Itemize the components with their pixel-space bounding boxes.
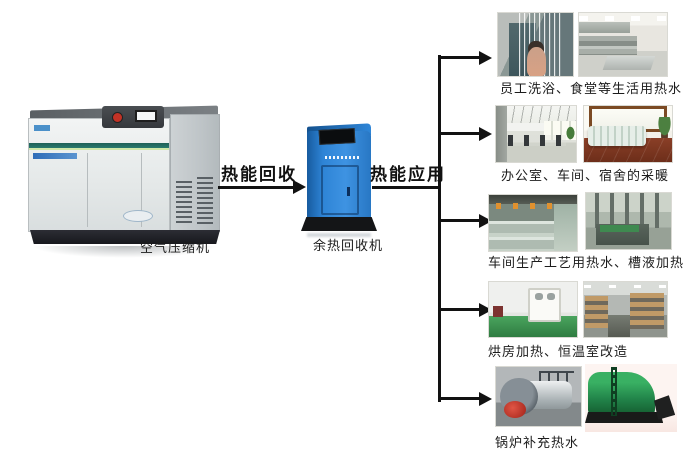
- boiler-base: [585, 411, 664, 424]
- kitchen-counter-row: [579, 35, 638, 55]
- boiler-chute: [654, 395, 676, 420]
- ceiling-lights: [584, 284, 667, 288]
- photo-process-tanks: [585, 192, 672, 250]
- workshop-ceiling: [489, 195, 577, 204]
- office-wall: [496, 106, 508, 162]
- heat-recovery-unit-label: 余热回收机: [312, 238, 383, 253]
- application-label-4: 烘房加热、恒温室改造: [488, 344, 629, 359]
- unit-base: [301, 217, 377, 231]
- recovery-arrow-line: [218, 186, 294, 189]
- equipment: [492, 306, 504, 318]
- boiler-body: [587, 372, 655, 415]
- office-ceiling: [496, 106, 576, 123]
- boiler-ladder: [610, 366, 618, 416]
- compressor-door-seam: [87, 153, 88, 227]
- vent-grille: [176, 181, 192, 225]
- unit-cabinet: [307, 131, 371, 219]
- air-compressor-image: [28, 105, 222, 262]
- compressor-front-panel: [28, 118, 170, 232]
- photo-drying-room: [488, 281, 578, 338]
- compressor-badge-logo: [123, 210, 153, 222]
- door-window: [534, 293, 543, 300]
- process-tank-row: [489, 220, 555, 251]
- application-label-5: 锅炉补充热水: [495, 435, 580, 450]
- compressor-control-panel: [102, 106, 164, 128]
- branch-line-3: [438, 219, 482, 222]
- radiator-body: [587, 126, 646, 147]
- ceiling-lights: [579, 15, 667, 22]
- photo-plating-line: [488, 194, 578, 252]
- floor-reflection: [307, 233, 371, 237]
- boiler-burner: [503, 401, 526, 418]
- compressor-teal-stripe: [29, 143, 169, 150]
- branch-arrow-head-2: [479, 127, 492, 141]
- compressor-side-panel: [170, 114, 220, 232]
- floor-reflection: [32, 246, 218, 258]
- unit-brand-text: [325, 156, 361, 159]
- application-label-1: 员工洗浴、食堂等生活用热水: [500, 81, 683, 96]
- photo-canteen-kitchen: [578, 12, 668, 77]
- recovery-arrow-head: [293, 180, 306, 194]
- heat-recovery-unit-image: [299, 123, 379, 239]
- photo-green-boiler: [585, 364, 677, 432]
- office-plant: [566, 126, 576, 140]
- compressor-base: [30, 230, 220, 244]
- application-line: [372, 186, 440, 189]
- storage-rack: [584, 296, 609, 329]
- unit-door: [321, 165, 359, 215]
- unit-display-screen: [318, 128, 356, 145]
- unit-door-handle: [347, 187, 350, 196]
- application-label-2: 办公室、车间、宿舍的采暖: [501, 168, 670, 183]
- emergency-stop-button: [112, 112, 123, 123]
- photo-shower: [497, 12, 574, 77]
- person-silhouette: [526, 47, 546, 76]
- pipes: [594, 193, 663, 228]
- workshop-side: [554, 203, 577, 251]
- branch-line-5: [438, 397, 482, 400]
- plant: [657, 117, 672, 139]
- photo-steel-boiler: [495, 366, 582, 427]
- control-display: [135, 110, 157, 122]
- branch-arrow-head-5: [479, 392, 492, 406]
- branch-trunk-line: [438, 55, 441, 402]
- compressor-brand-logo: [34, 125, 50, 131]
- boiler-railing: [538, 370, 575, 384]
- door-window: [547, 293, 555, 300]
- branch-line-2: [438, 132, 482, 135]
- tank-liquid: [599, 225, 639, 233]
- crane-hangers: [496, 202, 563, 209]
- compressor-door-seam: [141, 153, 142, 227]
- storage-rack: [630, 293, 665, 330]
- heat-application-flow-label: 热能应用: [370, 165, 446, 184]
- application-label-3: 车间生产工艺用热水、槽液加热: [488, 255, 685, 270]
- air-compressor-label: 空气压缩机: [139, 240, 210, 255]
- aisle-floor: [608, 315, 631, 337]
- photo-storage-racks: [583, 281, 668, 338]
- kitchen-hood: [579, 21, 631, 34]
- heat-recovery-flow-label: 热能回收: [221, 165, 297, 184]
- branch-arrow-head-1: [479, 51, 492, 65]
- branch-line-4: [438, 308, 482, 311]
- photo-office: [495, 105, 577, 163]
- photo-radiator: [583, 105, 673, 163]
- compressor-model-strip: [33, 153, 77, 159]
- drying-room-door: [527, 287, 562, 322]
- office-desks: [508, 135, 566, 147]
- steel-counter: [603, 55, 656, 70]
- vent-grille: [197, 177, 213, 225]
- branch-line-1: [438, 56, 482, 59]
